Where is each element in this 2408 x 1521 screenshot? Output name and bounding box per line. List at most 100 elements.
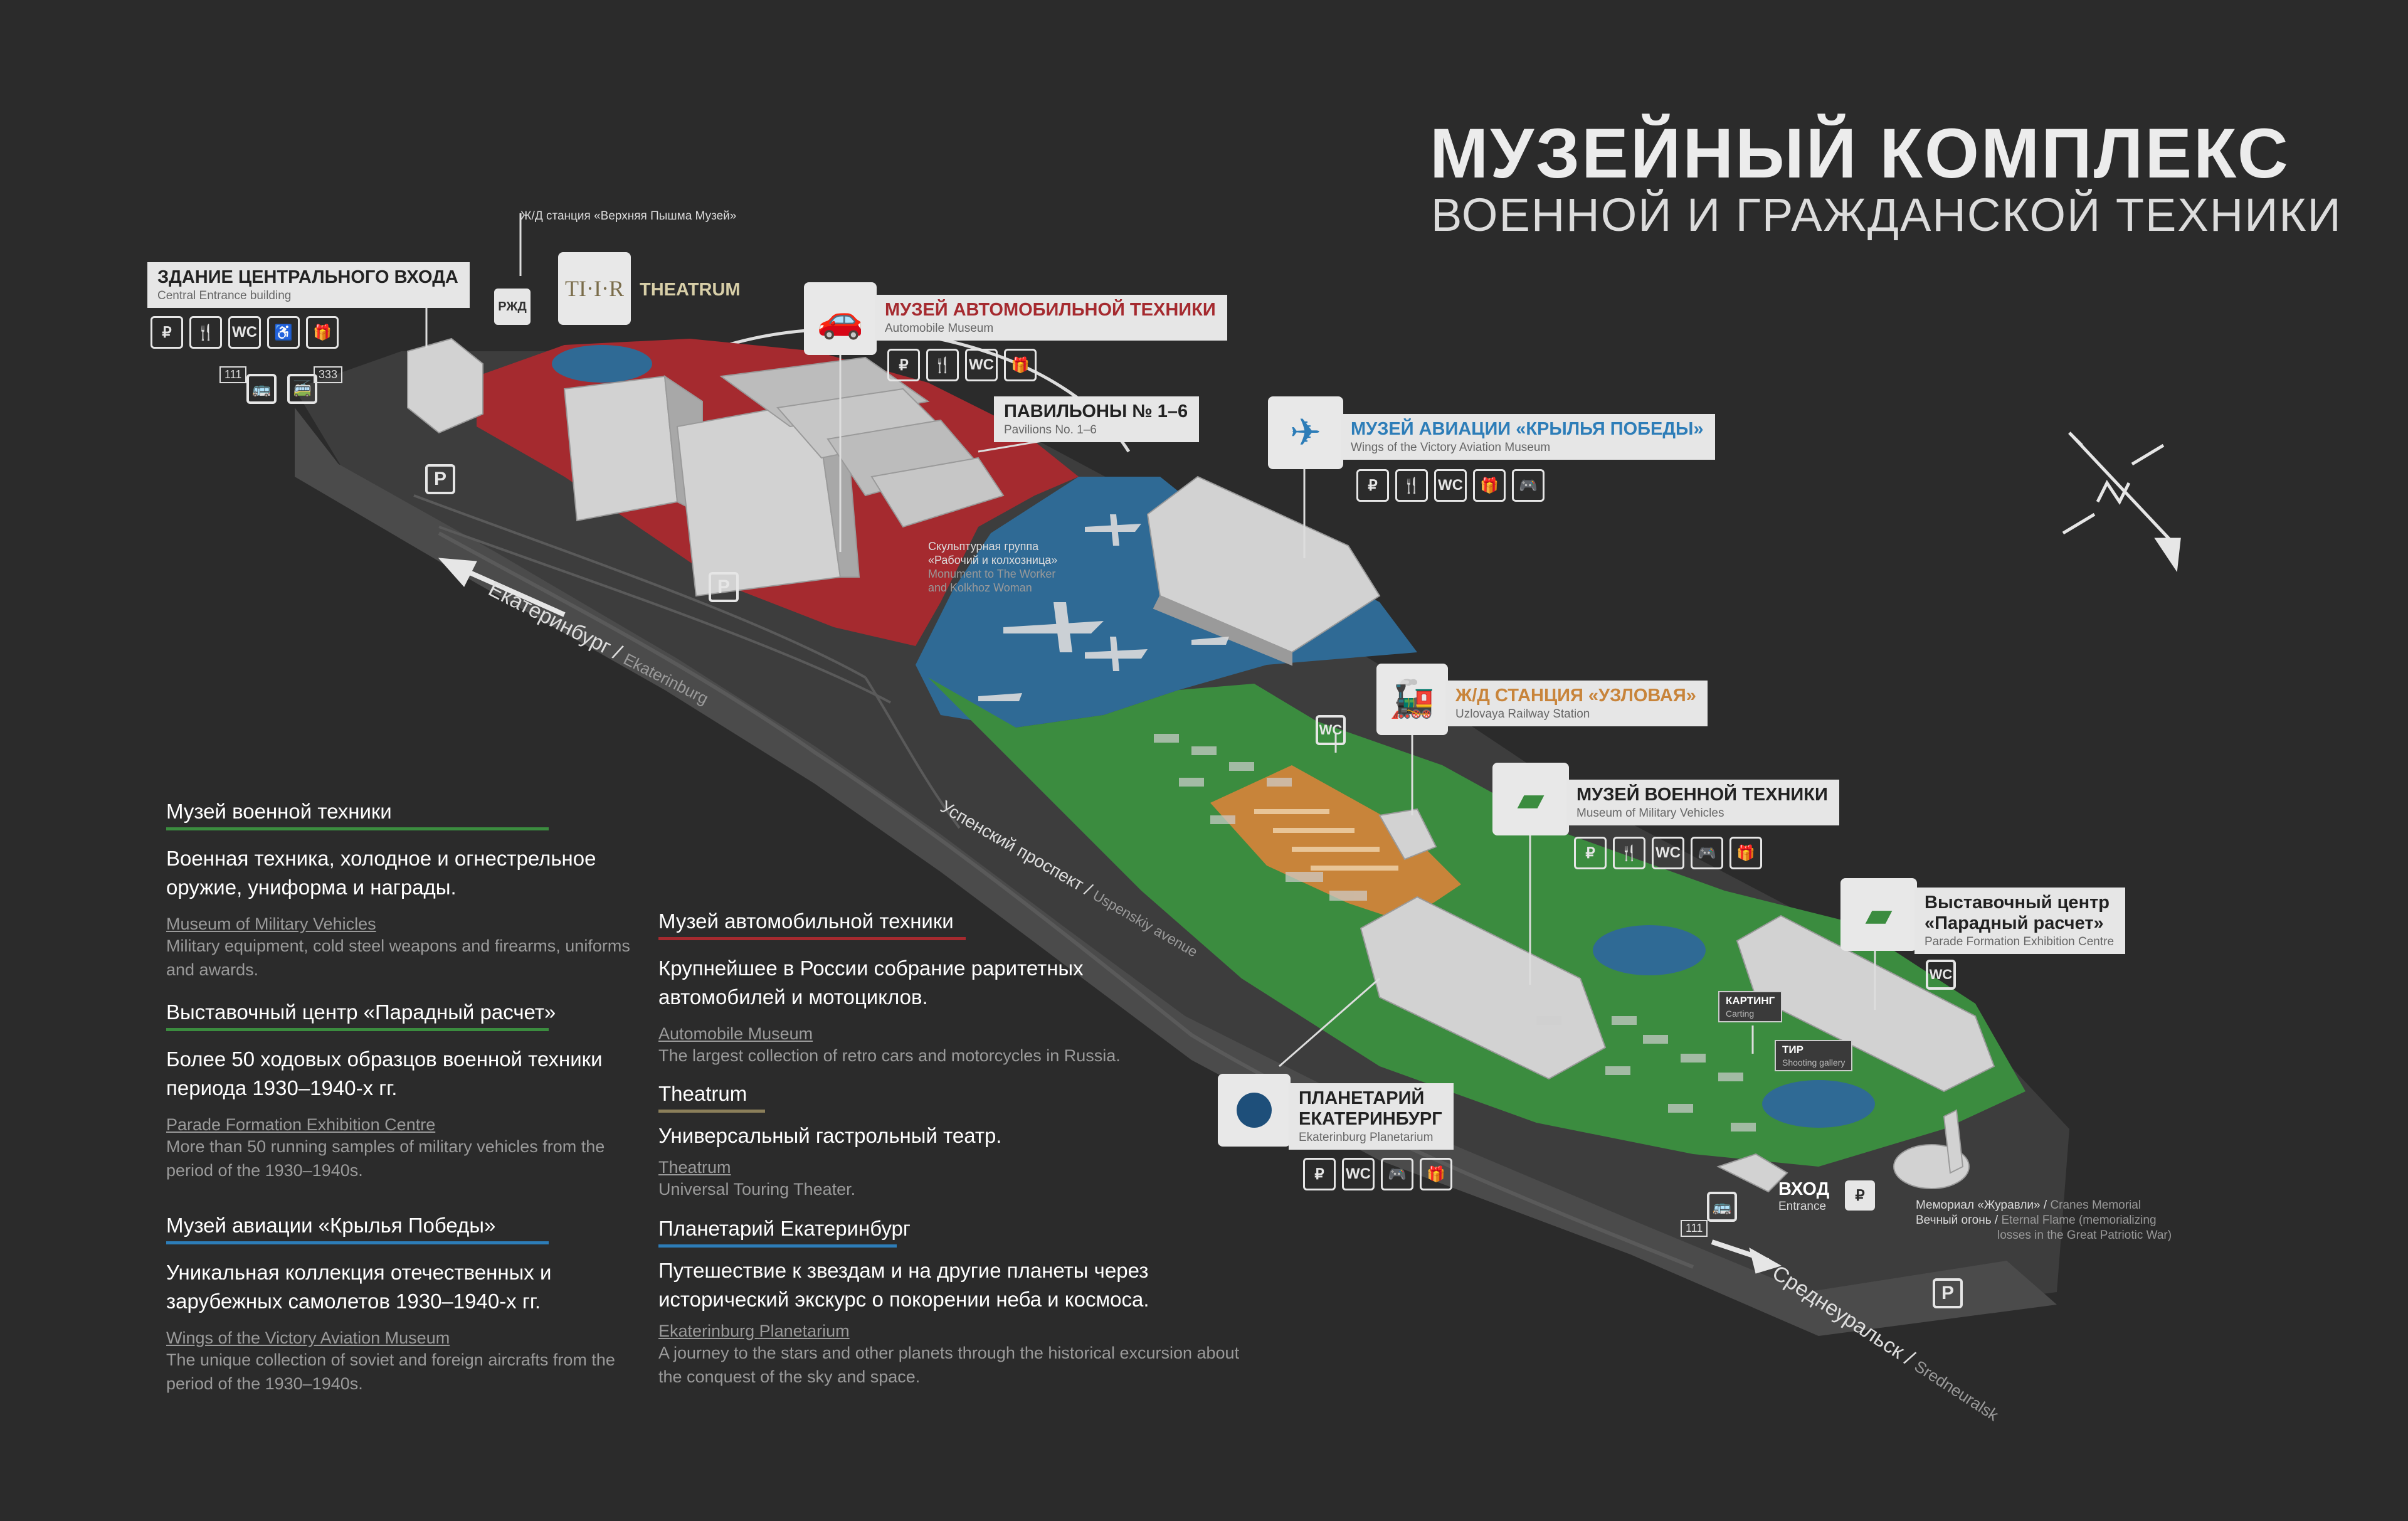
aviation-en: Wings of the Victory Aviation Museum: [1351, 441, 1551, 454]
theatrum-logo: TI·I·R: [558, 252, 631, 325]
uzlovaya-en: Uzlovaya Railway Station: [1455, 708, 1590, 721]
military-en: Museum of Military Vehicles: [1576, 807, 1724, 820]
uzlovaya-label[interactable]: Ж/Д СТАНЦИЯ «УЗЛОВАЯ» Uzlovaya Railway S…: [1445, 681, 1708, 726]
theatrum-ru: THEATRUM: [640, 280, 741, 300]
central-entrance-ru: ЗДАНИЕ ЦЕНТРАЛЬНОГО ВХОДА: [157, 267, 458, 287]
ticket-icon: ₽: [887, 349, 920, 381]
legend-aviation-title: Музей авиации «Крылья Победы»: [166, 1214, 549, 1244]
legend-military-en-title: Museum of Military Vehicles: [166, 914, 376, 933]
wc-icon: WC: [1434, 469, 1467, 502]
parking-sign-3: P: [1933, 1278, 1963, 1308]
legend-parade: Выставочный центр «Парадный расчет» Боле…: [166, 1000, 630, 1182]
legend-theatrum-en-desc: Universal Touring Theater.: [658, 1180, 856, 1199]
sculpture-en2: and Kolkhoz Woman: [928, 581, 1032, 594]
karting-en: Carting: [1726, 1009, 1755, 1019]
aviation-museum-label[interactable]: МУЗЕЙ АВИАЦИИ «КРЫЛЬЯ ПОБЕДЫ» Wings of t…: [1341, 414, 1715, 460]
legend-automobile: Музей автомобильной техники Крупнейшее в…: [658, 909, 1286, 1068]
wc-icon: WC: [1342, 1158, 1375, 1190]
wc-icon: WC: [1652, 837, 1684, 869]
tir-ru: ТИР: [1782, 1044, 1803, 1056]
gift-icon: 🎁: [1729, 837, 1762, 869]
restaurant-icon: 🍴: [1395, 469, 1428, 502]
cranes-en3: losses in the Great Patriotic War): [1997, 1229, 2172, 1242]
legend-theatrum-desc: Универсальный гастрольный театр.: [658, 1124, 1002, 1147]
theatrum-label[interactable]: THEATRUM: [640, 280, 741, 300]
entrance-ticket-icon: ₽: [1845, 1180, 1875, 1211]
parade-ru2: «Парадный расчет»: [1925, 913, 2104, 933]
wc-sign-2: WC: [1926, 960, 1956, 990]
legend-theatrum: Theatrum Универсальный гастрольный театр…: [658, 1082, 1286, 1201]
legend-military-en-desc: Military equipment, cold steel weapons a…: [166, 936, 630, 979]
central-entrance-label[interactable]: ЗДАНИЕ ЦЕНТРАЛЬНОГО ВХОДА Central Entran…: [147, 262, 470, 308]
bus-route-badge: 111: [219, 366, 247, 383]
cranes-memorial-label: Мемориал «Журавли» / Cranes Memorial Веч…: [1916, 1199, 2172, 1242]
parking-sign-2: P: [709, 572, 739, 602]
legend-planetarium: Планетарий Екатеринбург Путешествие к зв…: [658, 1217, 1286, 1389]
legend-automobile-en-desc: The largest collection of retro cars and…: [658, 1046, 1121, 1065]
wc-icon: WC: [965, 349, 998, 381]
karting-label[interactable]: КАРТИНГ Carting: [1718, 991, 1783, 1022]
rzd-logo-icon: РЖД: [494, 289, 531, 325]
legend-aviation-en-title: Wings of the Victory Aviation Museum: [166, 1328, 450, 1347]
rzd-station-label: Ж/Д станция «Верхняя Пышма Музей»: [520, 209, 737, 223]
wheelchair-icon: ♿: [267, 316, 300, 349]
tank-icon-2: ▰: [1865, 894, 1893, 934]
cranes-en1: Cranes Memorial: [2050, 1199, 2141, 1212]
parking-sign-1: P: [425, 464, 455, 494]
legend-parade-en-desc: More than 50 running samples of military…: [166, 1137, 605, 1180]
compass-rose: [2062, 432, 2181, 573]
railway-zone: [1210, 765, 1461, 922]
parade-centre-label[interactable]: Выставочный центр «Парадный расчет» Para…: [1914, 888, 2126, 954]
tir-label[interactable]: ТИР Shooting gallery: [1775, 1040, 1853, 1071]
gift-icon: 🎁: [1473, 469, 1506, 502]
wc-icon: WC: [228, 316, 261, 349]
military-amenities: ₽ 🍴 WC 🎮 🎁: [1574, 837, 1762, 869]
gamepad-icon: 🎮: [1512, 469, 1545, 502]
aviation-ru: МУЗЕЙ АВИАЦИИ «КРЫЛЬЯ ПОБЕДЫ»: [1351, 419, 1704, 439]
parade-centre-tile: ▰: [1840, 878, 1917, 951]
legend-automobile-en-title: Automobile Museum: [658, 1024, 813, 1043]
aviation-museum-tile: ✈: [1268, 396, 1343, 469]
entrance-label[interactable]: ВХОД Entrance: [1778, 1179, 1829, 1214]
parade-en: Parade Formation Exhibition Centre: [1925, 935, 2115, 948]
ticket-icon: ₽: [150, 316, 183, 349]
legend-aviation-desc: Уникальная коллекция отечественных и зар…: [166, 1261, 552, 1313]
aviation-amenities: ₽ 🍴 WC 🎁 🎮: [1356, 469, 1545, 502]
sculpture-en1: Monument to The Worker: [928, 568, 1056, 580]
page-subtitle: ВОЕННОЙ И ГРАЖДАНСКОЙ ТЕХНИКИ: [1431, 189, 2342, 241]
pavilions-en: Pavilions No. 1–6: [1004, 423, 1097, 437]
page-title: МУЗЕЙНЫЙ КОМПЛЕКС: [1430, 114, 2290, 193]
cranes-ru1: Мемориал «Журавли»: [1916, 1199, 2041, 1212]
tir-en: Shooting gallery: [1782, 1057, 1846, 1068]
military-zone: [928, 677, 2025, 1167]
legend-theatrum-en-title: Theatrum: [658, 1158, 731, 1177]
planet-icon: [1237, 1093, 1272, 1128]
pavilions-label[interactable]: ПАВИЛЬОНЫ № 1–6 Pavilions No. 1–6: [994, 396, 1200, 442]
legend-planetarium-en-desc: A journey to the stars and other planets…: [658, 1343, 1240, 1386]
legend-planetarium-desc: Путешествие к звездам и на другие планет…: [658, 1259, 1149, 1311]
legend-military: Музей военной техники Военная техника, х…: [166, 800, 630, 982]
sculpture-ru2: «Рабочий и колхозница»: [928, 554, 1058, 566]
karting-ru: КАРТИНГ: [1726, 995, 1775, 1007]
pavilions-ru: ПАВИЛЬОНЫ № 1–6: [1004, 401, 1188, 421]
sculpture-label: Скульптурная группа «Рабочий и колхозниц…: [928, 539, 1057, 595]
central-entrance-amenities: ₽ 🍴 WC ♿ 🎁: [150, 316, 339, 349]
uzlovaya-tile: 🚂: [1376, 664, 1448, 735]
cranes-en2: Eternal Flame (memorializing: [2001, 1214, 2157, 1227]
ticket-icon: ₽: [1574, 837, 1607, 869]
planetarium-amenities: ₽ WC 🎮 🎁: [1303, 1158, 1452, 1190]
locomotive-icon: 🚂: [1389, 679, 1435, 719]
sculpture-ru1: Скульптурная группа: [928, 540, 1039, 553]
parade-ru1: Выставочный центр: [1925, 893, 2110, 913]
planetarium-tile: [1218, 1074, 1291, 1147]
legend-parade-title: Выставочный центр «Парадный расчет»: [166, 1000, 556, 1031]
automobile-museum-label[interactable]: МУЗЕЙ АВТОМОБИЛЬНОЙ ТЕХНИКИ Automobile M…: [875, 295, 1227, 341]
ticket-icon: ₽: [1303, 1158, 1336, 1190]
legend-aviation-en-desc: The unique collection of soviet and fore…: [166, 1350, 615, 1393]
gamepad-icon: 🎮: [1381, 1158, 1413, 1190]
automobile-museum-tile: 🚗: [804, 282, 877, 355]
cranes-ru2: Вечный огонь: [1916, 1214, 1992, 1227]
planetarium-label[interactable]: ПЛАНЕТАРИЙ ЕКАТЕРИНБУРГ Ekaterinburg Pla…: [1289, 1083, 1454, 1150]
legend-planetarium-title: Планетарий Екатеринбург: [658, 1217, 911, 1248]
military-museum-label[interactable]: МУЗЕЙ ВОЕННОЙ ТЕХНИКИ Museum of Military…: [1566, 780, 1839, 825]
